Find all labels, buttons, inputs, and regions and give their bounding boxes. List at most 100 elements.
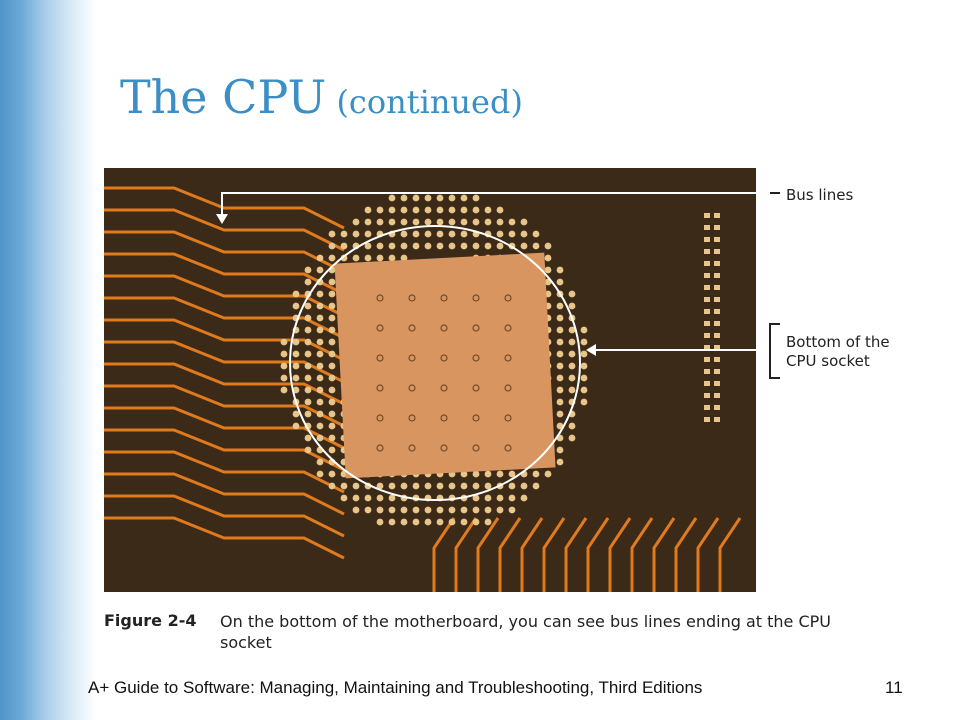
right-pin [714, 417, 720, 422]
socket-pin [328, 302, 336, 310]
socket-pin [508, 242, 516, 250]
socket-pin [412, 218, 420, 226]
socket-pin [472, 194, 480, 202]
socket-pin [376, 506, 384, 514]
socket-pin [292, 338, 300, 346]
bottom-trace [454, 517, 478, 592]
socket-pin [352, 506, 360, 514]
socket-pin [328, 482, 336, 490]
socket-pin [304, 326, 312, 334]
socket-pin [316, 290, 324, 298]
bottom-trace [718, 517, 742, 592]
slide-title: The CPU (continued) [120, 70, 523, 124]
socket-pin [568, 314, 576, 322]
socket-pin [580, 398, 588, 406]
socket-pin [328, 278, 336, 286]
socket-pin [556, 326, 564, 334]
socket-pin [424, 194, 432, 202]
socket-pin [388, 482, 396, 490]
socket-bracket [769, 323, 780, 379]
right-pin [714, 357, 720, 362]
socket-pin [292, 302, 300, 310]
socket-pin [340, 482, 348, 490]
socket-pin [364, 242, 372, 250]
socket-pin [460, 494, 468, 502]
socket-pin [532, 230, 540, 238]
socket-pin [400, 518, 408, 526]
socket-pin [424, 494, 432, 502]
bottom-trace [608, 517, 632, 592]
socket-pin [580, 374, 588, 382]
socket-pin [328, 338, 336, 346]
socket-pin [436, 494, 444, 502]
socket-pin [556, 350, 564, 358]
socket-pin [304, 446, 312, 454]
socket-pin [508, 470, 516, 478]
socket-pin [316, 374, 324, 382]
socket-pin [376, 482, 384, 490]
bottom-trace [696, 517, 720, 592]
socket-pin [304, 422, 312, 430]
socket-pin [352, 230, 360, 238]
socket-pin [580, 326, 588, 334]
socket-pin [496, 242, 504, 250]
socket-pin [328, 326, 336, 334]
socket-pin [496, 206, 504, 214]
socket-pin [316, 470, 324, 478]
socket-pin [436, 194, 444, 202]
socket-pin [328, 422, 336, 430]
socket-pin [316, 302, 324, 310]
socket-pin [436, 218, 444, 226]
socket-pin [448, 242, 456, 250]
socket-pin [340, 230, 348, 238]
socket-pin [400, 218, 408, 226]
caption-text: On the bottom of the motherboard, you ca… [220, 612, 831, 652]
right-pin [714, 381, 720, 386]
bottom-trace [498, 517, 522, 592]
socket-pin [556, 374, 564, 382]
socket-pin [508, 506, 516, 514]
socket-pin [472, 518, 480, 526]
footer-text: A+ Guide to Software: Managing, Maintain… [88, 678, 703, 697]
socket-pin [568, 374, 576, 382]
socket-pin [328, 446, 336, 454]
socket-pin [568, 290, 576, 298]
cpu-socket-base [334, 252, 556, 479]
right-pin [714, 345, 720, 350]
socket-pin [556, 398, 564, 406]
socket-pin [328, 398, 336, 406]
right-pin [714, 309, 720, 314]
socket-pin [448, 230, 456, 238]
socket-pin [448, 206, 456, 214]
socket-pin [424, 482, 432, 490]
socket-pin [496, 218, 504, 226]
right-pin [714, 213, 720, 218]
right-pin [704, 381, 710, 386]
bottom-trace [586, 517, 610, 592]
socket-pin [376, 254, 384, 262]
socket-pin [280, 350, 288, 358]
socket-pin [568, 386, 576, 394]
socket-pin [292, 410, 300, 418]
socket-pin [484, 506, 492, 514]
bottom-trace [652, 517, 676, 592]
title-main: The CPU [120, 70, 327, 124]
socket-pin [292, 398, 300, 406]
socket-pin [460, 230, 468, 238]
socket-pin [352, 494, 360, 502]
right-pin [714, 261, 720, 266]
socket-pin [304, 278, 312, 286]
socket-pin [472, 506, 480, 514]
socket-pin [484, 206, 492, 214]
socket-pin [412, 206, 420, 214]
right-pin [704, 357, 710, 362]
socket-pin [304, 434, 312, 442]
socket-pin [556, 422, 564, 430]
right-pin [714, 393, 720, 398]
motherboard-illustration [104, 168, 756, 592]
bottom-traces [432, 517, 742, 592]
motherboard-photo [104, 168, 756, 592]
socket-pin [484, 242, 492, 250]
right-pin [704, 225, 710, 230]
socket-pin [328, 290, 336, 298]
